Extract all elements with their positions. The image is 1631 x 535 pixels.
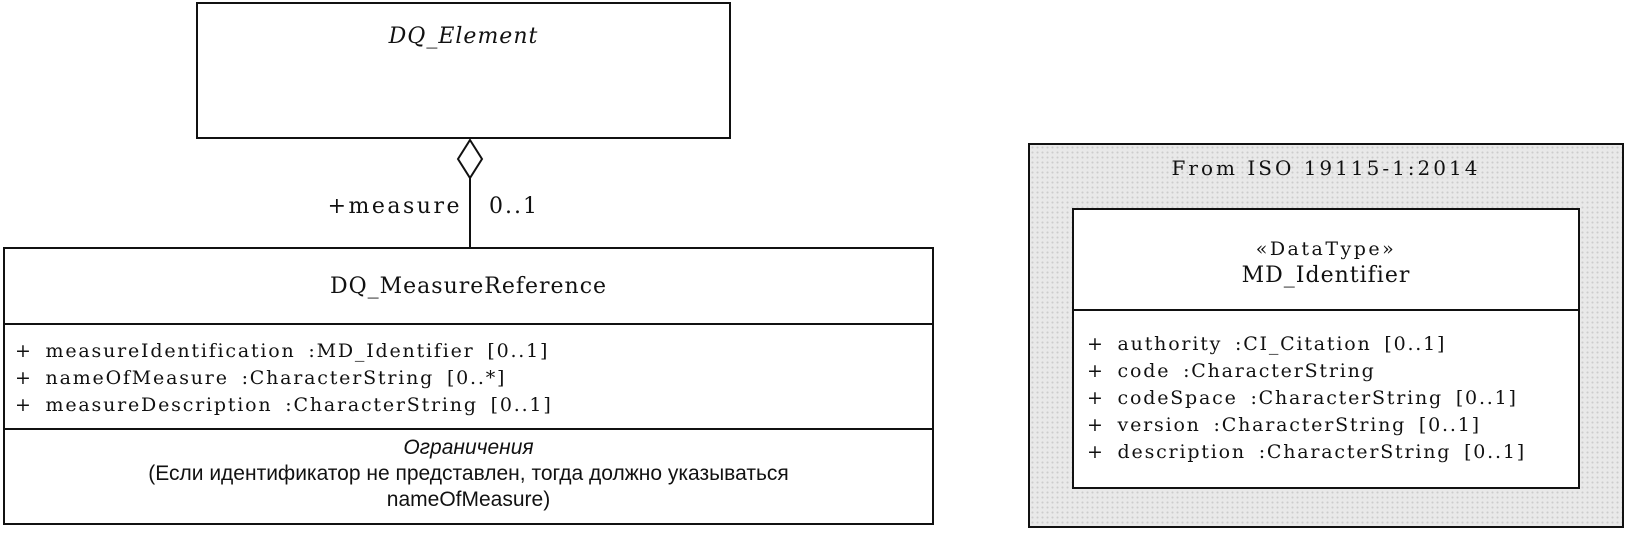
iso-package-label: From ISO 19115-1:2014: [1171, 156, 1481, 180]
attribute-code: + code :CharacterString: [1087, 360, 1376, 382]
association-role-label: +measure: [327, 194, 462, 219]
constraints-heading: Ограничения: [403, 436, 534, 459]
class-title-dq-element: DQ_Element: [388, 24, 539, 49]
md-identifier-title-compartment: «DataType» MD_Identifier: [1074, 210, 1578, 309]
constraint-text-line2: nameOfMeasure): [386, 488, 551, 511]
attribute-authority: + authority :CI_Citation [0..1]: [1087, 333, 1447, 355]
class-title-dq-measure-reference: DQ_MeasureReference: [329, 273, 608, 299]
attribute-code-space: + codeSpace :CharacterString [0..1]: [1087, 387, 1518, 409]
class-box-dq-measure-reference: DQ_MeasureReference + measureIdentificat…: [3, 247, 934, 525]
class-title-md-identifier: MD_Identifier: [1241, 263, 1411, 288]
association-line: [469, 178, 471, 248]
attributes-compartment: + authority :CI_Citation [0..1] + code :…: [1074, 309, 1578, 466]
constraints-compartment: Ограничения (Если идентификатор не предс…: [5, 428, 932, 523]
class-box-dq-element: DQ_Element: [196, 2, 731, 139]
association-multiplicity-label: 0..1: [489, 194, 539, 219]
constraint-text-line1: (Если идентификатор не представлен, тогд…: [148, 462, 789, 485]
aggregation-diamond-icon: [456, 138, 484, 180]
attribute-description: + description :CharacterString [0..1]: [1087, 441, 1526, 463]
stereotype-datatype: «DataType»: [1255, 238, 1397, 260]
attribute-measure-identification: + measureIdentification :MD_Identifier […: [15, 340, 550, 362]
attribute-name-of-measure: + nameOfMeasure :CharacterString [0..*]: [15, 367, 507, 389]
attribute-version: + version :CharacterString [0..1]: [1087, 414, 1481, 436]
attributes-compartment: + measureIdentification :MD_Identifier […: [5, 323, 932, 428]
attribute-measure-description: + measureDescription :CharacterString [0…: [15, 394, 553, 416]
class-box-md-identifier: «DataType» MD_Identifier + authority :CI…: [1072, 208, 1580, 489]
